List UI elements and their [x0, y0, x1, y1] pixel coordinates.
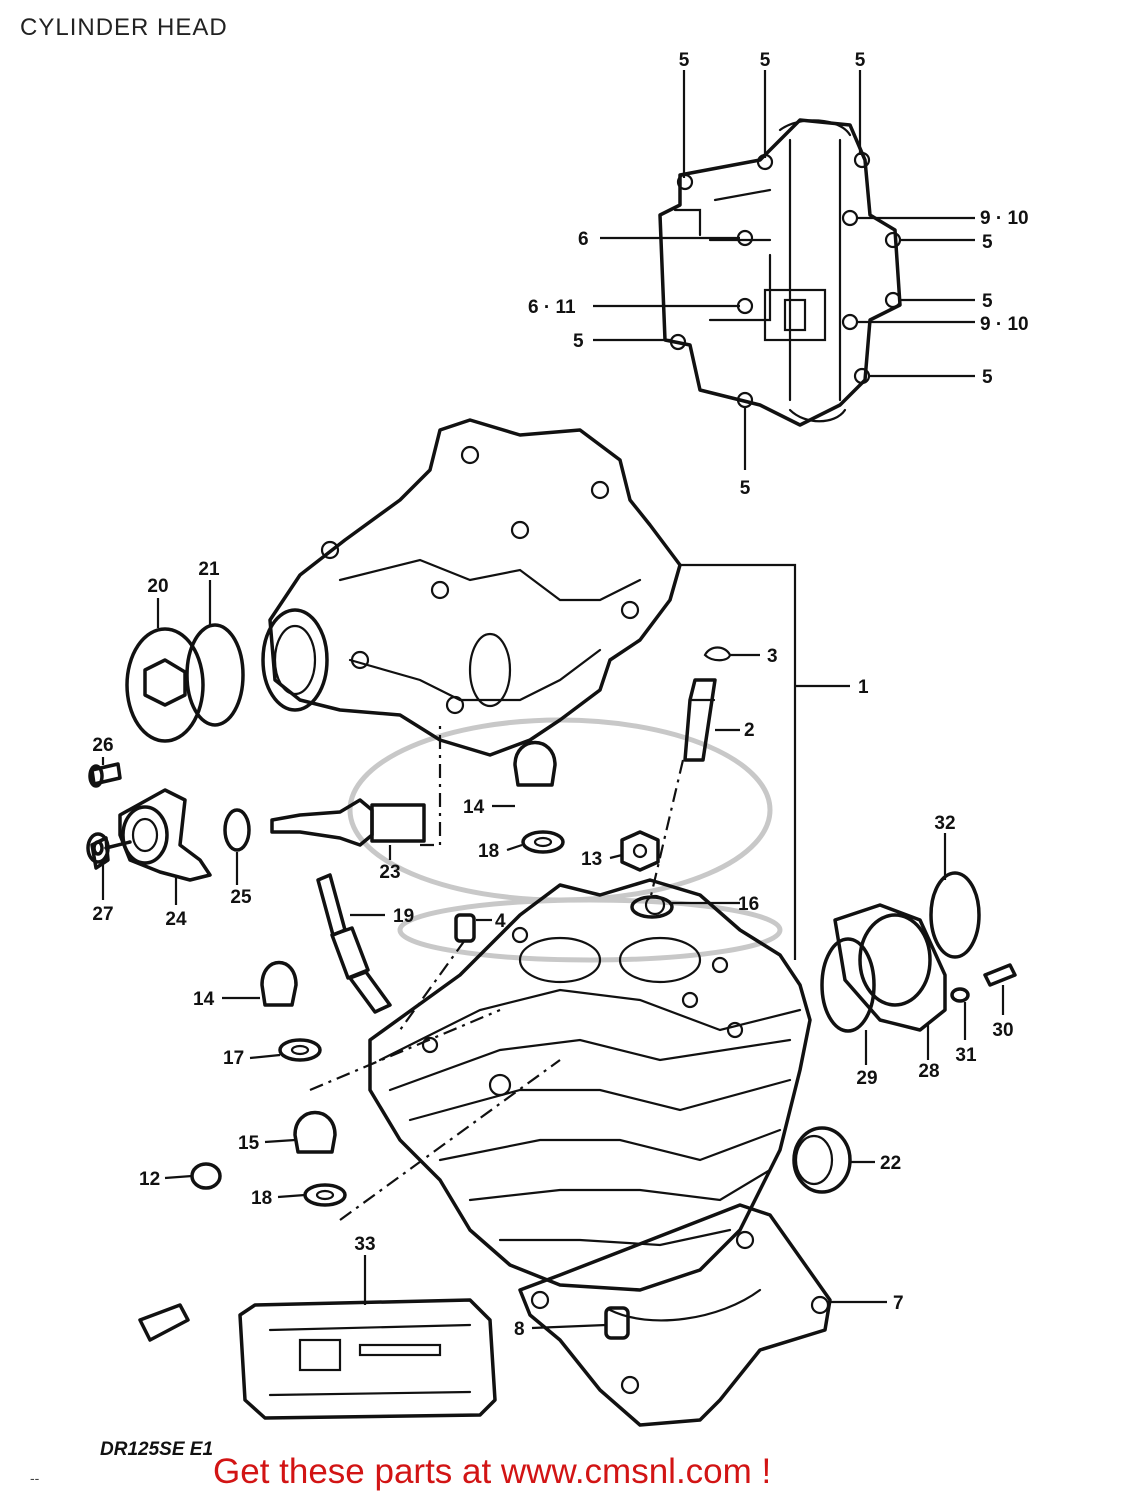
callout-label: 17: [223, 1048, 244, 1069]
head-cover-drawing: [658, 118, 902, 427]
callout-label: 24: [165, 909, 187, 930]
part-33-label-drawing: [238, 1298, 497, 1420]
leader-lines: [101, 70, 1005, 1330]
page-title: CYLINDER HEAD: [20, 14, 228, 41]
callout-label: 7: [893, 1293, 904, 1314]
cam-housing-drawing: [261, 418, 682, 757]
callout-label: 5: [982, 232, 993, 253]
callout-label: 33: [354, 1234, 375, 1255]
intake-group-drawing: [820, 871, 1017, 1033]
part-22-cap-drawing: [792, 1126, 852, 1194]
part-23-shaft-drawing: [270, 798, 426, 847]
callout-label: 15: [238, 1133, 260, 1154]
callout-label: 4: [495, 911, 506, 932]
callout-label: 2: [744, 720, 755, 741]
tensioner-group-drawing: [86, 762, 251, 882]
callout-label: 5: [760, 50, 771, 71]
callout-label: 29: [856, 1068, 877, 1089]
callout-label: 5: [679, 50, 690, 71]
callout-label: 5: [740, 478, 751, 499]
callout-label: 18: [251, 1188, 272, 1209]
parts-site-link[interactable]: Get these parts at www.cmsnl.com !: [213, 1452, 772, 1491]
part-19-spark-plug-drawing: [316, 873, 392, 1014]
callout-label: 25: [230, 887, 252, 908]
callout-label: 18: [478, 841, 499, 862]
fasteners-drawing: [190, 740, 674, 1340]
callout-label: 22: [880, 1153, 901, 1174]
callout-label: 5: [573, 331, 584, 352]
callout-label: 6 · 11: [528, 297, 576, 318]
callout-label: 28: [918, 1061, 939, 1082]
callout-label: 19: [393, 906, 414, 927]
callout-label: 9 · 10: [980, 208, 1029, 229]
callout-label: 30: [992, 1020, 1013, 1041]
callout-label: 12: [139, 1169, 160, 1190]
part-3-clip-drawing: [703, 646, 732, 662]
callout-label: 6: [578, 229, 589, 250]
callout-labels: 5 5 5 9 · 10 6 5 6 · 11 5 9 · 10 5 5 5 2…: [92, 50, 1028, 1340]
callout-label: 23: [379, 862, 400, 883]
callout-label: 32: [934, 813, 955, 834]
callout-label: 21: [198, 559, 220, 580]
callout-label: 27: [92, 904, 113, 925]
cylinder-head-drawing: [368, 878, 812, 1292]
callout-label: 13: [581, 849, 602, 870]
part-2-valve-guide-drawing: [683, 678, 717, 762]
callout-label: 20: [147, 576, 168, 597]
callout-label: 1: [858, 677, 869, 698]
model-code: DR125SE E1: [100, 1439, 213, 1460]
front-arrow-icon: [138, 1303, 190, 1342]
callout-label: 5: [982, 367, 993, 388]
assembly-lines: [309, 720, 685, 1221]
callout-label: 8: [514, 1319, 525, 1340]
callout-label: 14: [463, 797, 485, 818]
corner-mark: --: [30, 1470, 40, 1486]
part-21-o-ring-drawing: [185, 623, 245, 727]
callout-label: 31: [955, 1045, 977, 1066]
part-20-cap-drawing: [125, 627, 205, 743]
callout-label: 14: [193, 989, 215, 1010]
callout-label: 3: [767, 646, 778, 667]
callout-label: 9 · 10: [980, 314, 1029, 335]
callout-label: 5: [982, 291, 993, 312]
callout-label: 26: [92, 735, 113, 756]
callout-label: 5: [855, 50, 866, 71]
cylinder-gasket-drawing: [518, 1203, 832, 1427]
callout-label: 16: [738, 894, 759, 915]
